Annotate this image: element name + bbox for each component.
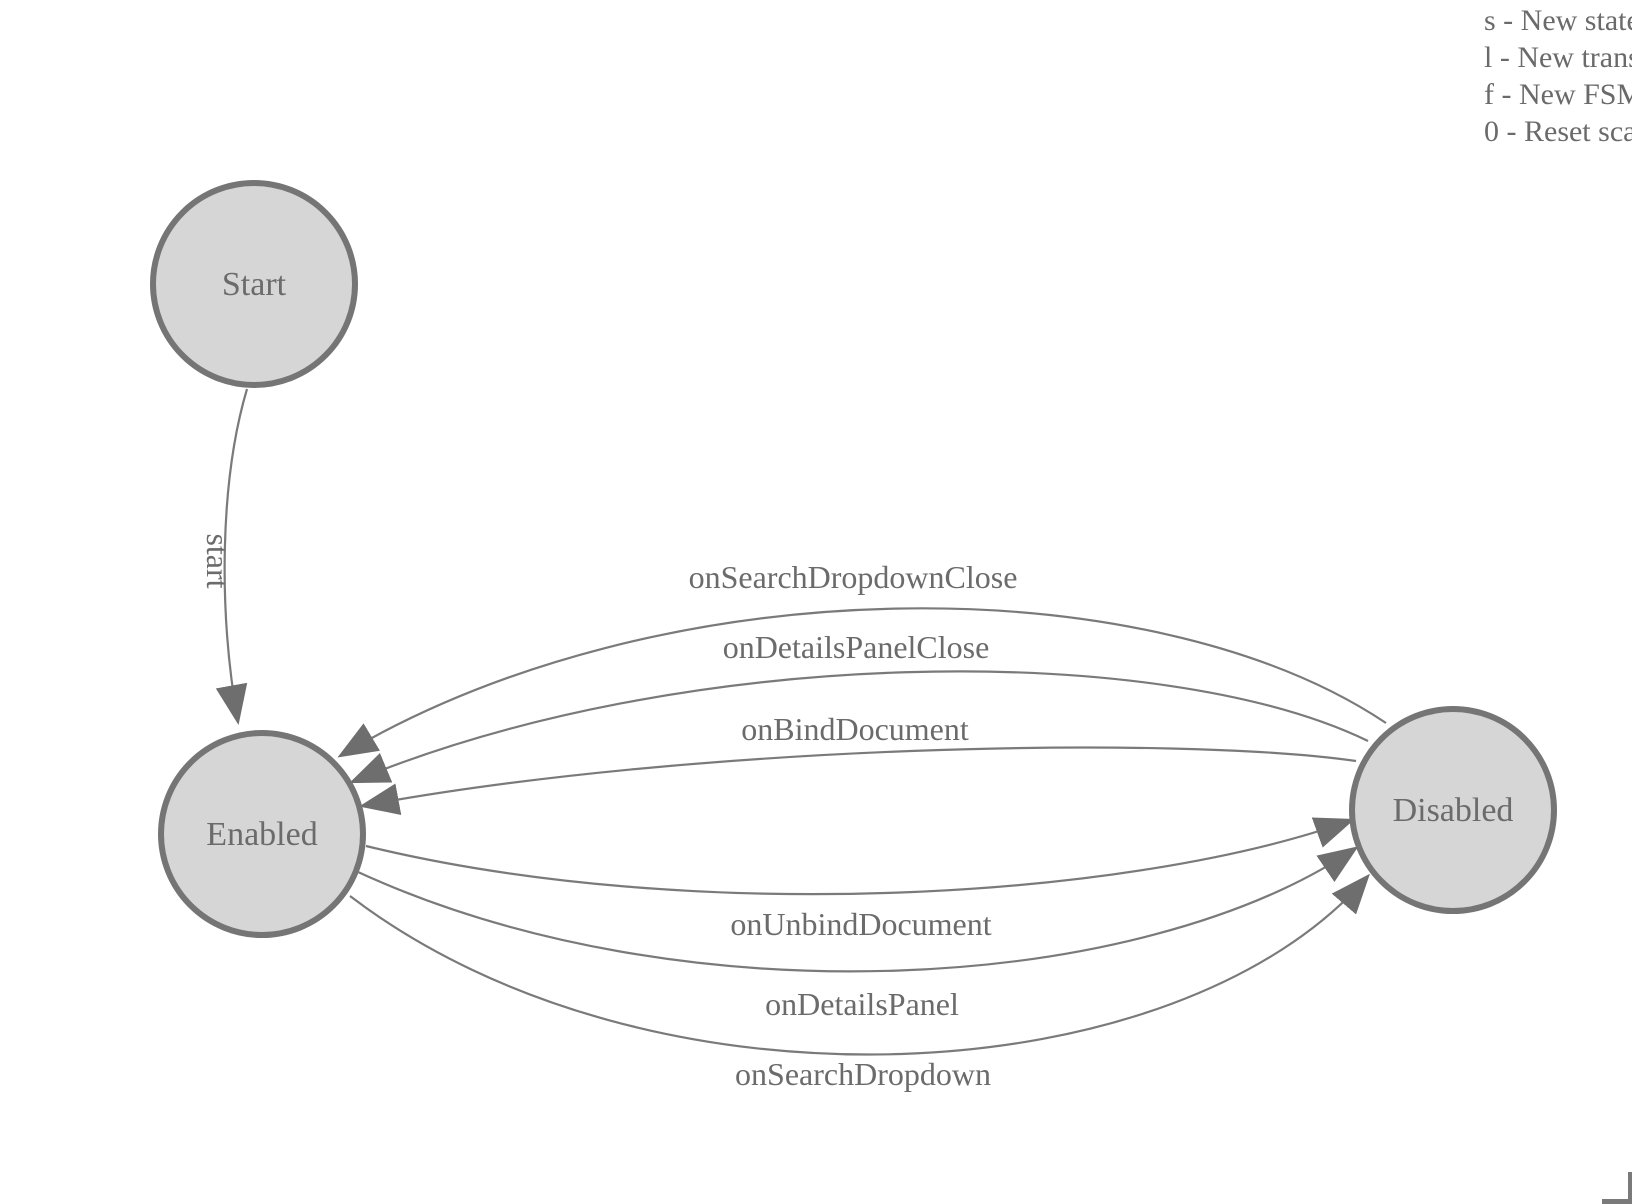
state-circle-start[interactable]: [150, 180, 358, 388]
offscreen-box-corner-vertical: [1628, 1172, 1632, 1204]
edge-label-onDetailsPanel: onDetailsPanel: [765, 986, 959, 1022]
offscreen-box-corner-horizontal: [1602, 1199, 1632, 1204]
edge-onDetailsPanel[interactable]: onDetailsPanel: [357, 846, 1359, 1022]
state-label-enabled: Enabled: [206, 816, 317, 853]
legend-item-new-state: s - New state: [1484, 4, 1632, 37]
state-label-disabled: Disabled: [1393, 792, 1514, 829]
edge-start[interactable]: start: [200, 388, 249, 725]
state-circle-disabled[interactable]: [1349, 706, 1557, 914]
state-node-disabled[interactable]: Disabled: [1349, 706, 1557, 914]
edge-label-onSearchDropdownClose: onSearchDropdownClose: [689, 559, 1018, 595]
edge-onUnbindDocument[interactable]: onUnbindDocument: [365, 817, 1355, 942]
state-circle-enabled[interactable]: [158, 730, 366, 938]
legend-item-new-fsm: f - New FSM: [1484, 78, 1632, 111]
legend-item-reset-scale: 0 - Reset scale: [1484, 115, 1632, 148]
edge-onDetailsPanelClose[interactable]: onDetailsPanelClose: [349, 629, 1369, 784]
edge-label-onBindDocument: onBindDocument: [741, 711, 969, 747]
edge-onSearchDropdown[interactable]: onSearchDropdown: [349, 873, 1370, 1092]
legend-item-new-transition: l - New transition: [1484, 41, 1632, 74]
edge-onBindDocument[interactable]: onBindDocument: [359, 711, 1357, 815]
edge-label-onSearchDropdown: onSearchDropdown: [735, 1056, 991, 1092]
state-node-enabled[interactable]: Enabled: [158, 730, 366, 938]
edge-label-onDetailsPanelClose: onDetailsPanelClose: [723, 629, 990, 665]
state-label-start: Start: [222, 266, 287, 303]
edge-onSearchDropdownClose[interactable]: onSearchDropdownClose: [337, 559, 1387, 758]
shortcut-legend: s - New state l - New transition f - New…: [1484, 2, 1632, 150]
edge-label-onUnbindDocument: onUnbindDocument: [730, 906, 991, 942]
edge-label-start: start: [200, 533, 236, 588]
state-node-start[interactable]: Start: [150, 180, 358, 388]
